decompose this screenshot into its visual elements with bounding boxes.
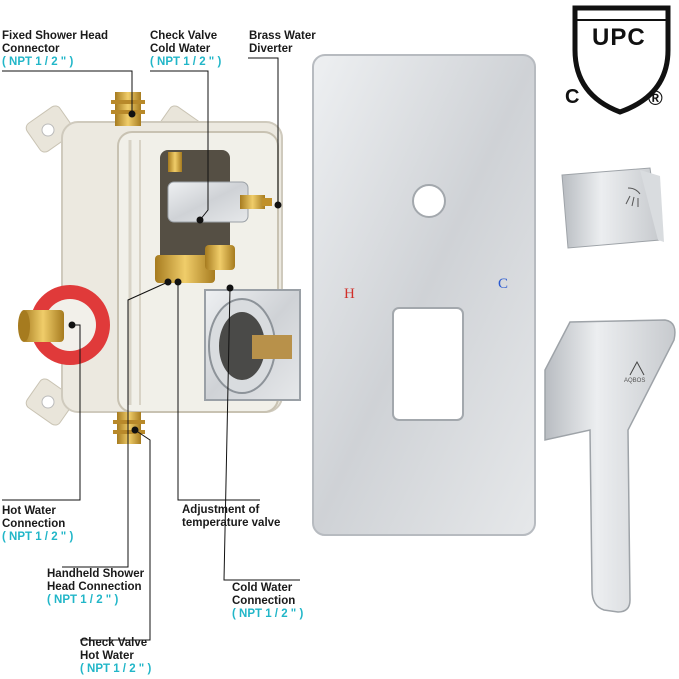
label-brass-diverter: Brass Water Diverter xyxy=(249,30,316,56)
label-line: Cold Water xyxy=(232,582,293,594)
label-check-cold: Check Valve Cold Water ( NPT 1 / 2 " ) xyxy=(150,30,221,69)
label-line: Hot Water xyxy=(2,505,56,517)
label-line: Check Valve xyxy=(80,637,148,649)
label-adjust-temp: Adjustment of temperature valve xyxy=(182,504,280,530)
label-line: Diverter xyxy=(249,43,293,55)
upc-mark: UPC xyxy=(592,24,646,51)
label-spec: ( NPT 1 / 2 " ) xyxy=(2,531,74,543)
leader-lines xyxy=(2,57,300,641)
label-line: Check Valve xyxy=(150,30,218,42)
label-line: Connector xyxy=(2,43,60,55)
leader-dots xyxy=(68,110,282,434)
label-spec: ( NPT 1 / 2 " ) xyxy=(47,594,119,606)
upc-c-letter: C xyxy=(565,86,580,108)
label-cold-water: Cold Water Connection ( NPT 1 / 2 " ) xyxy=(232,582,303,621)
upc-shield-icon xyxy=(572,5,671,115)
label-spec: ( NPT 1 / 2 " ) xyxy=(80,663,152,675)
label-handheld: Handheld Shower Head Connection ( NPT 1 … xyxy=(47,568,144,607)
trim-plate xyxy=(312,54,536,536)
label-line: Hot Water xyxy=(80,650,134,662)
label-line: temperature valve xyxy=(182,517,281,529)
label-line: Cold Water xyxy=(150,43,211,55)
label-check-hot: Check Valve Hot Water ( NPT 1 / 2 " ) xyxy=(80,637,151,676)
label-spec: ( NPT 1 / 2 " ) xyxy=(150,56,222,68)
label-hot-water: Hot Water Connection ( NPT 1 / 2 " ) xyxy=(2,505,73,544)
label-line: Brass Water xyxy=(249,30,316,42)
label-fixed-shower: Fixed Shower Head Connector ( NPT 1 / 2 … xyxy=(2,30,108,69)
label-spec: ( NPT 1 / 2 " ) xyxy=(2,56,74,68)
label-line: Connection xyxy=(2,518,66,530)
hot-mark: H xyxy=(344,286,355,302)
lever-handle xyxy=(544,319,676,613)
shower-head-icon xyxy=(625,187,641,207)
label-line: Fixed Shower Head xyxy=(2,30,109,42)
valve-body xyxy=(18,92,301,444)
handle-brand: AQBOS xyxy=(624,378,646,384)
diverter-knob xyxy=(561,167,664,249)
label-line: Connection xyxy=(232,595,296,607)
label-line: Handheld Shower xyxy=(47,568,145,580)
cold-mark: C xyxy=(498,276,509,292)
upc-registered: ® xyxy=(648,88,663,110)
label-spec: ( NPT 1 / 2 " ) xyxy=(232,608,304,620)
label-line: Adjustment of xyxy=(182,504,260,516)
label-line: Head Connection xyxy=(47,581,142,593)
